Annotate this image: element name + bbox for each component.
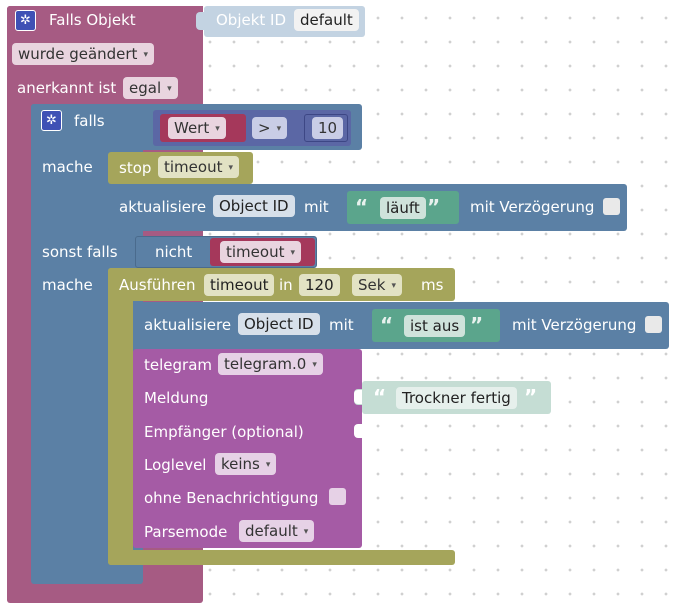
elseif-label: sonst falls [42,243,118,261]
timeout-block[interactable] [108,268,133,565]
compare-variable: Wert [174,119,210,137]
update-target-2[interactable]: Object ID [238,313,320,335]
not-variable: timeout [226,243,285,261]
silent-label: ohne Benachrichtigung [144,489,319,507]
event-block-header [7,6,195,34]
dropdown-arrow-icon: ▾ [312,359,317,370]
object-id-label: Objekt ID [216,11,287,29]
dropdown-arrow-icon: ▾ [290,247,295,258]
event-title: Falls Objekt [49,11,136,29]
timeout-unit-dropdown[interactable]: Sek ▾ [352,274,402,296]
operator-value: > [258,119,271,137]
text-value-1[interactable]: läuft [380,197,426,219]
if-block-elseif-row [31,234,131,268]
telegram-label: telegram [144,356,212,374]
dropdown-arrow-icon: ▾ [228,162,233,173]
delay-label-2: mit Verzögerung [512,316,637,334]
telegram-instance: telegram.0 [224,355,307,373]
telegram-instance-dropdown[interactable]: telegram.0 ▾ [218,353,323,375]
object-id-puzzle-tab [196,12,206,30]
timeout-variable-field[interactable]: timeout [204,274,275,296]
recipient-label: Empfänger (optional) [144,423,304,441]
dropdown-arrow-icon: ▾ [143,49,148,60]
silent-checkbox[interactable] [329,488,346,505]
stop-variable: timeout [164,158,223,176]
dropdown-arrow-icon: ▾ [303,526,309,537]
parsemode-value: default [245,522,298,540]
text-value-2[interactable]: ist aus [404,315,466,337]
open-quote-icon: “ [380,313,394,337]
if-label: falls [74,112,105,130]
ack-dropdown[interactable]: egal ▾ [123,77,178,99]
timeout-block-footer [108,550,455,565]
object-id-field[interactable]: default [294,9,359,31]
parsemode-dropdown[interactable]: default ▾ [239,520,315,542]
delay-checkbox-1[interactable] [603,198,620,215]
dropdown-arrow-icon: ▾ [167,83,172,94]
not-variable-dropdown[interactable]: timeout ▾ [220,241,301,263]
loglevel-dropdown[interactable]: keins ▾ [215,453,277,475]
loglevel-value: keins [221,455,260,473]
dropdown-arrow-icon: ▾ [276,123,282,134]
update-label-2: aktualisiere [144,316,232,334]
ack-label: anerkannt ist [17,79,117,97]
stop-label: stop [119,159,152,177]
close-quote-icon: ” [524,385,538,409]
gear-icon[interactable]: ✲ [15,10,36,31]
not-label: nicht [155,243,193,261]
message-input-socket [354,390,362,404]
open-quote-icon: “ [355,195,369,219]
gear-icon[interactable]: ✲ [41,110,62,131]
update-with-label-1: mit [304,198,329,216]
timeout-in-label: in [279,276,293,294]
loglevel-label: Loglevel [144,456,207,474]
ack-value: egal [129,79,162,97]
trigger-dropdown[interactable]: wurde geändert ▾ [12,43,154,65]
timeout-ms-label: ms [421,276,444,294]
stop-variable-dropdown[interactable]: timeout ▾ [158,156,239,178]
dropdown-arrow-icon: ▾ [265,459,271,470]
compare-number-field[interactable]: 10 [312,117,344,139]
timeout-value-field[interactable]: 120 [299,274,340,296]
do-label: mache [42,158,93,176]
delay-label-1: mit Verzögerung [470,198,595,216]
update-label-1: aktualisiere [119,198,207,216]
dropdown-arrow-icon: ▾ [215,123,220,134]
compare-variable-dropdown[interactable]: Wert ▾ [168,117,226,139]
message-label: Meldung [144,389,209,407]
close-quote-icon: ” [470,313,484,337]
dropdown-arrow-icon: ▾ [391,280,396,291]
do2-label: mache [42,276,93,294]
update-target-1[interactable]: Object ID [213,195,295,217]
recipient-input-socket[interactable] [354,424,362,438]
message-text-value[interactable]: Trockner fertig [396,387,517,409]
update-with-label-2: mit [329,316,354,334]
open-quote-icon: “ [373,385,387,409]
close-quote-icon: ” [427,195,441,219]
operator-dropdown[interactable]: >▾ [252,117,288,139]
delay-checkbox-2[interactable] [645,316,662,333]
telegram-block[interactable] [133,349,362,548]
trigger-value: wurde geändert [18,45,138,63]
parsemode-label: Parsemode [144,523,228,541]
timeout-unit: Sek [358,276,386,294]
timeout-label: Ausführen [119,276,196,294]
